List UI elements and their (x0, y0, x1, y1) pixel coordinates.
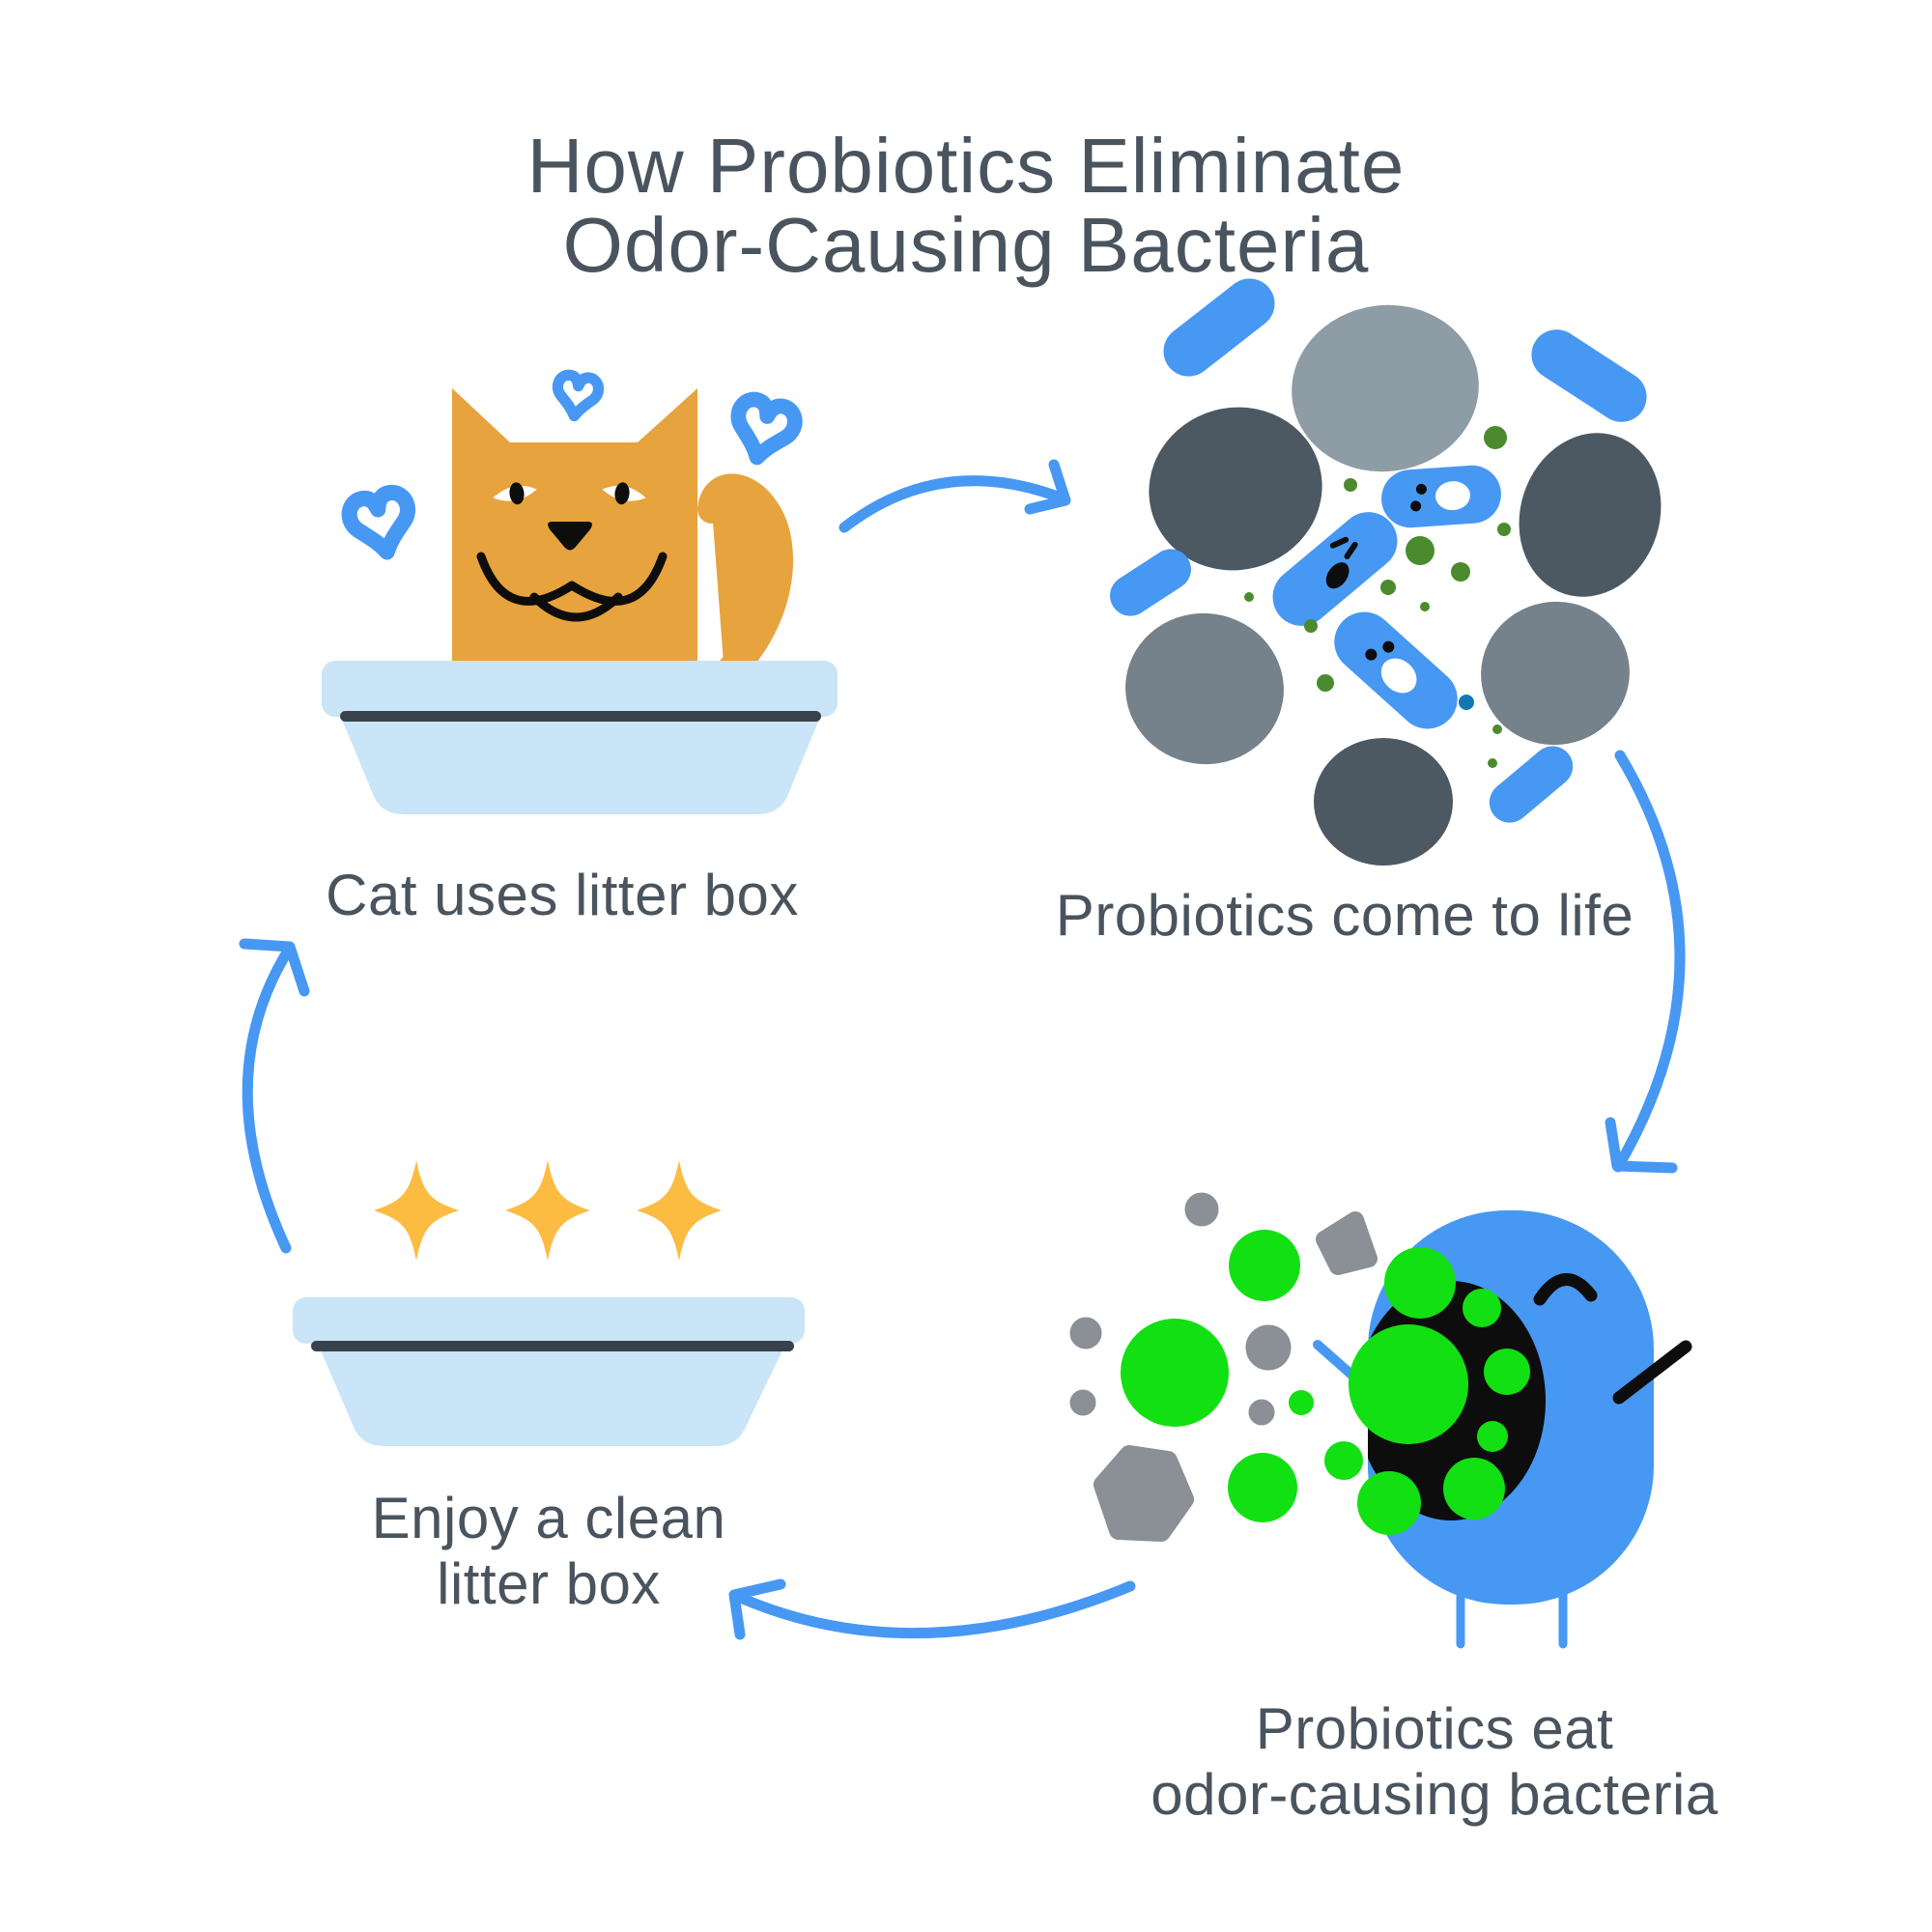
sparkles (374, 1160, 722, 1261)
bacteria-bits (1069, 1192, 1378, 1542)
cat-whisker-smile (476, 552, 668, 606)
bacteria-blob (1149, 407, 1322, 571)
bacteria-blob (1314, 738, 1453, 866)
sparkle-icon (637, 1160, 722, 1261)
cat-in-litter-box-illustration (322, 369, 838, 814)
page-title-line2: Odor-Causing Bacteria (562, 202, 1370, 288)
litter-box-rim (293, 1297, 805, 1344)
probiotics-cluster-illustration (1110, 278, 1662, 866)
litter-box-basin (340, 715, 821, 814)
bacteria-blob (1292, 304, 1479, 472)
probiotic-capsule-icon (1163, 278, 1275, 377)
bacteria-blob (1481, 601, 1630, 746)
bacteria-blob (1125, 612, 1284, 765)
cat-smile (529, 592, 623, 622)
page-title-line1: How Probiotics Eliminate (526, 123, 1406, 209)
probiotic-eating-illustration (1069, 1192, 1692, 1649)
cat-right-eye-icon (602, 482, 646, 505)
caption-eat-line1: Probiotics eat (1255, 1696, 1614, 1761)
probiotic-capsule-icon (1531, 329, 1647, 422)
cat-tail (697, 473, 793, 691)
heart-icon (341, 484, 416, 560)
litter-box-rim-line (340, 711, 821, 722)
caption-enjoy-clean-litter-box: Enjoy a clean litter box (372, 1486, 726, 1617)
caption-cat-uses-litter-box: Cat uses litter box (326, 863, 799, 927)
page-title: How Probiotics Eliminate Odor-Causing Ba… (527, 127, 1406, 285)
heart-icon (730, 391, 803, 466)
arrow-probiotics-to-eating-icon (1605, 750, 1686, 1174)
cat-nose (548, 522, 592, 551)
probiotic-capsule-face-icon (1334, 611, 1458, 729)
clean-litter-box-illustration (293, 1160, 805, 1446)
litter-box-basin (321, 1350, 782, 1446)
arrow-clean-box-to-cat-icon (239, 938, 310, 1254)
probiotic-capsule-face-icon (1381, 465, 1501, 528)
litter-box-rim (322, 661, 838, 717)
litter-box-rim-line (311, 1341, 794, 1351)
probiotic-arm (1612, 1340, 1692, 1405)
bacteria-blob (1519, 433, 1662, 597)
sparkle-icon (505, 1160, 590, 1261)
probiotic-capsule-icon (1489, 746, 1574, 823)
sparkle-icon (374, 1160, 459, 1261)
caption-probiotics-eat-bacteria: Probiotics eat odor-causing bacteria (1151, 1696, 1719, 1828)
probiotic-capsule-icon (1110, 549, 1191, 616)
green-bacteria-being-eaten (1121, 1230, 1530, 1535)
caption-eat-line2: odor-causing bacteria (1151, 1762, 1719, 1827)
probiotic-legs (1456, 1584, 1568, 1649)
arrow-eating-to-clean-box-icon (728, 1578, 1136, 1640)
probiotic-closed-eye (1533, 1273, 1598, 1306)
heart-icon (552, 369, 605, 422)
caption-enjoy-line1: Enjoy a clean (371, 1486, 726, 1550)
probiotic-capsule-face-icon (1272, 512, 1398, 626)
caption-enjoy-line2: litter box (437, 1551, 661, 1616)
cat-left-eye-icon (493, 482, 537, 505)
spore-dots (1244, 426, 1511, 768)
arrow-cat-to-probiotics-icon (838, 459, 1071, 533)
caption-probiotics-come-to-life: Probiotics come to life (1055, 883, 1634, 948)
